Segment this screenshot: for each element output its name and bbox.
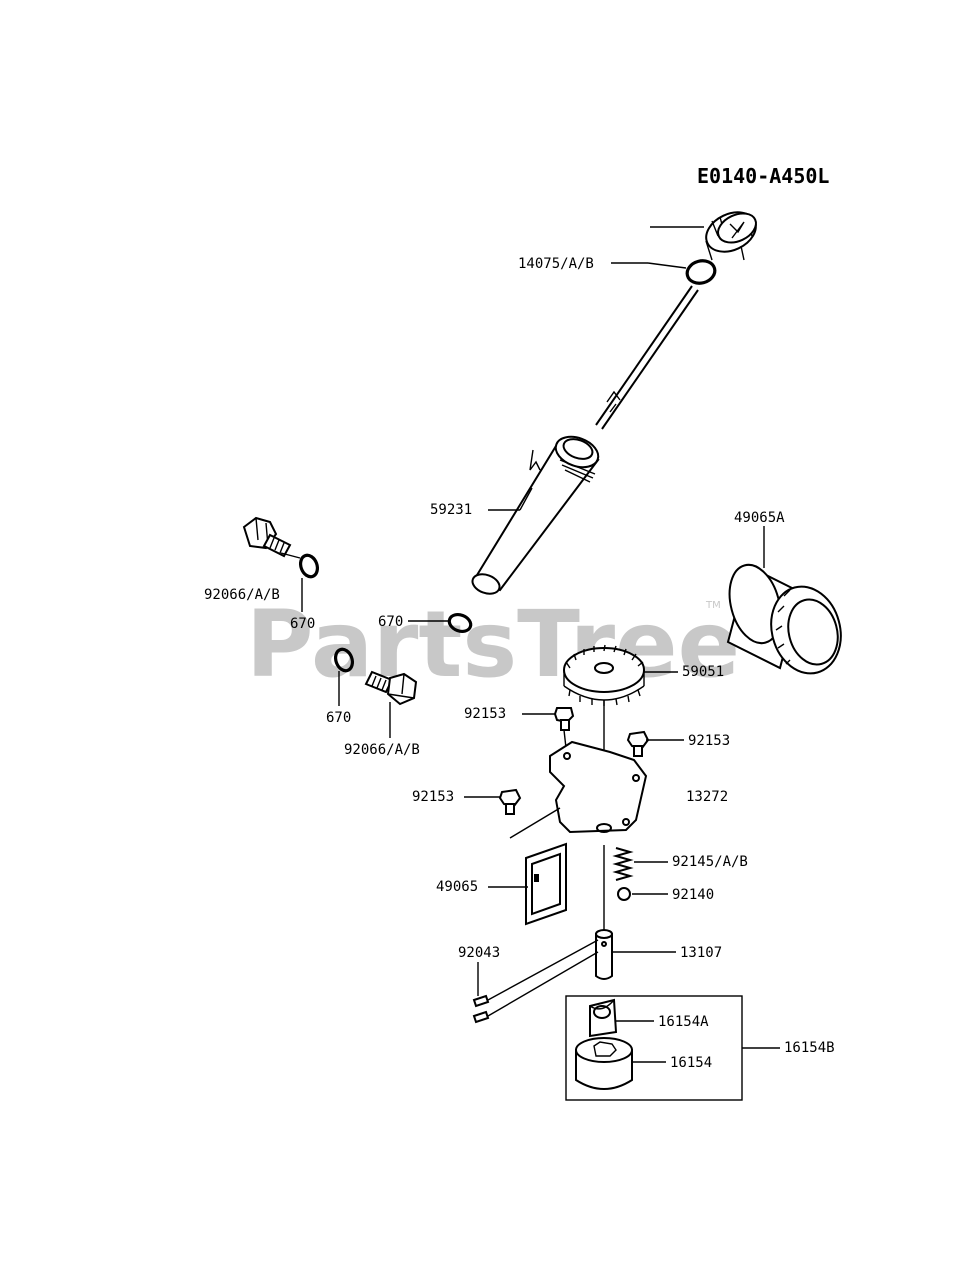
label-92153-a: 92153: [464, 706, 506, 722]
pump-shaft-part[interactable]: [595, 929, 613, 980]
label-16154A: 16154A: [658, 1014, 709, 1030]
dipstick-rod: [595, 285, 699, 430]
label-92153-c: 92153: [412, 789, 454, 805]
bolt-92153-b-part[interactable]: [626, 730, 650, 757]
drain-plug-lower-part[interactable]: [364, 670, 418, 706]
label-670-upper: 670: [290, 616, 315, 632]
watermark-trademark: TM: [705, 600, 721, 611]
label-16154B: 16154B: [784, 1040, 835, 1056]
label-92043: 92043: [458, 945, 500, 961]
label-59051: 59051: [682, 664, 724, 680]
label-92153-b: 92153: [688, 733, 730, 749]
label-13272: 13272: [686, 789, 728, 805]
label-670-lower: 670: [326, 710, 351, 726]
plug-o-ring-lower-part[interactable]: [333, 647, 356, 673]
relief-ball-part[interactable]: [617, 887, 631, 901]
pin-92043-part[interactable]: [472, 994, 490, 1024]
oil-filler-tube-part[interactable]: [470, 431, 603, 597]
label-92140: 92140: [672, 887, 714, 903]
watermark: PartsTree: [246, 591, 740, 698]
cap-o-ring-part[interactable]: [685, 258, 718, 286]
label-49065A: 49065A: [734, 510, 785, 526]
inner-rotor-part[interactable]: [589, 998, 618, 1038]
label-16154: 16154: [670, 1055, 712, 1071]
label-13107: 13107: [680, 945, 722, 961]
tube-o-ring-part[interactable]: [447, 612, 473, 635]
outer-rotor-part[interactable]: [575, 1037, 633, 1090]
label-59231: 59231: [430, 502, 472, 518]
diagram-code: E0140-A450L: [697, 164, 829, 188]
dipstick-cap-part[interactable]: [650, 205, 762, 261]
label-14075: 14075/A/B: [518, 256, 594, 272]
oil-screen-part[interactable]: [525, 842, 567, 926]
label-92066-lower: 92066/A/B: [344, 742, 420, 758]
oil-filter-part[interactable]: [721, 559, 850, 681]
label-92145: 92145/A/B: [672, 854, 748, 870]
pump-cover-plate-part[interactable]: [549, 740, 648, 834]
label-670-tube: 670: [378, 614, 403, 630]
bolt-92153-c-part[interactable]: [498, 788, 522, 815]
plug-o-ring-upper-part[interactable]: [298, 553, 321, 579]
label-92066-upper: 92066/A/B: [204, 587, 280, 603]
relief-spring-part[interactable]: [612, 847, 634, 881]
label-49065: 49065: [436, 879, 478, 895]
drain-plug-upper-part[interactable]: [242, 516, 292, 558]
